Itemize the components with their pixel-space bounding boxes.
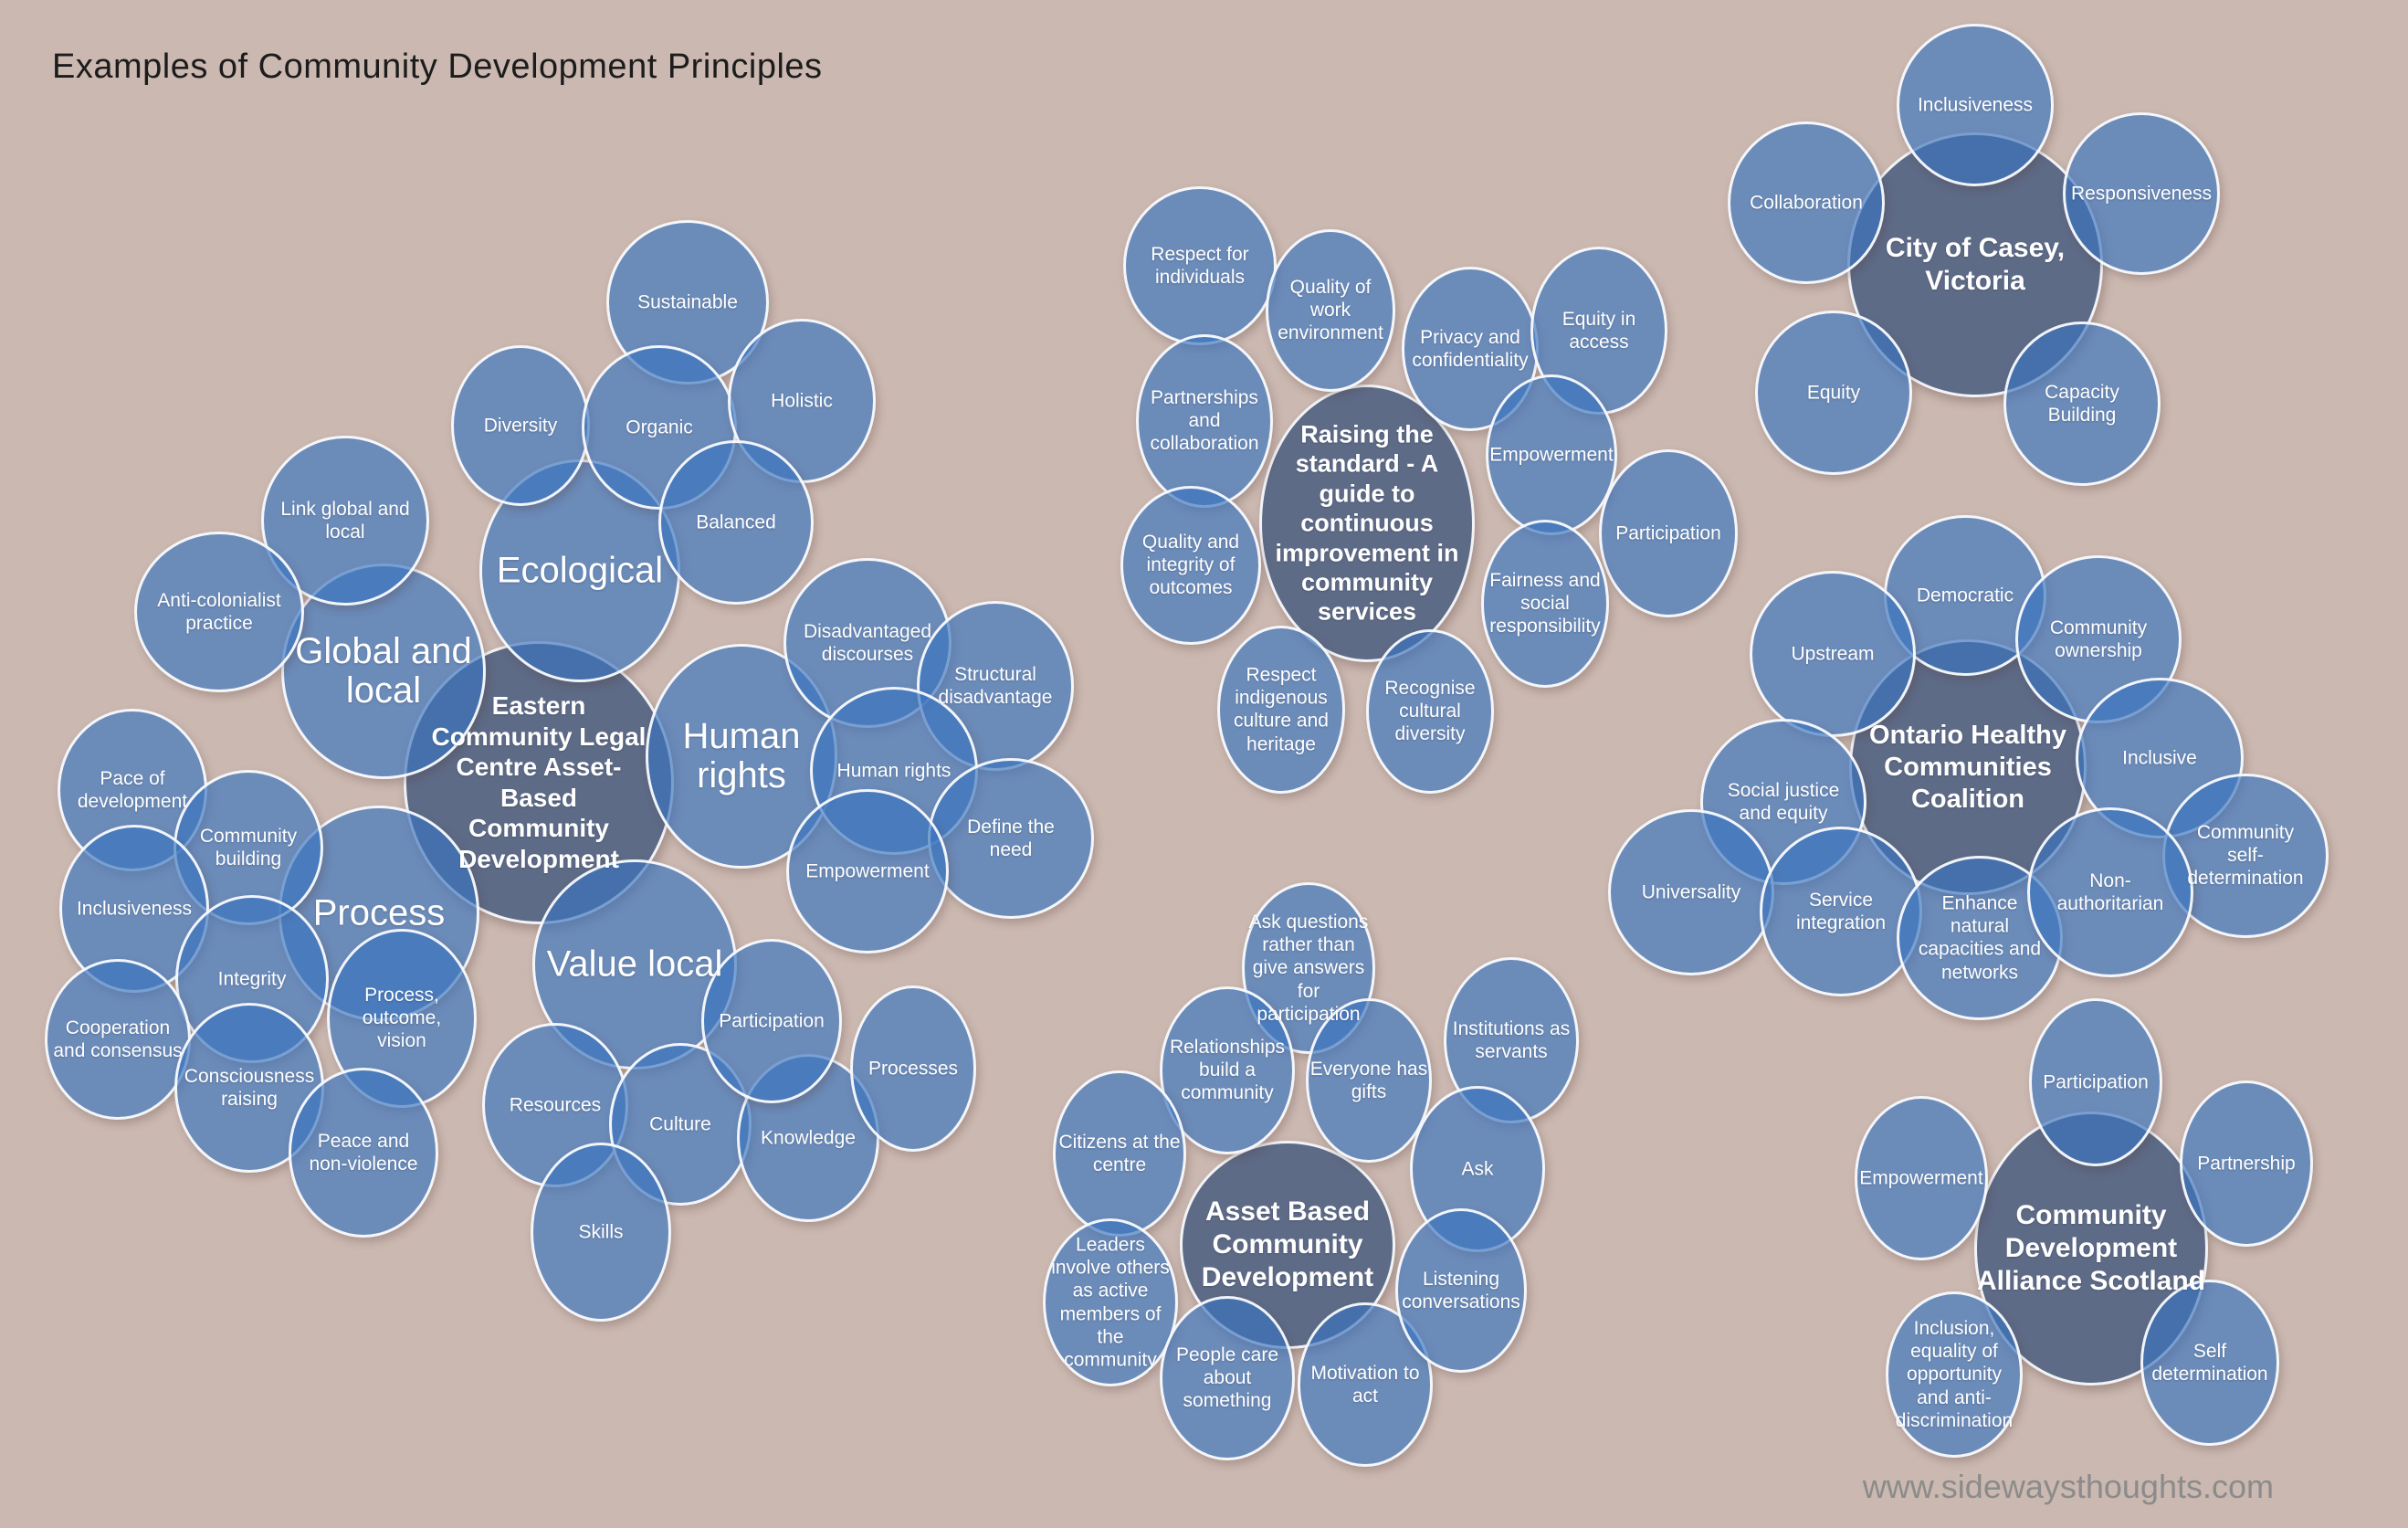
bubble-circle: [1120, 486, 1261, 645]
bubble-circle: [1366, 629, 1494, 794]
bubble-circle: [2180, 1080, 2313, 1247]
bubble-circle: [451, 345, 590, 506]
bubble-circle: [1395, 1208, 1527, 1373]
cluster-hub-circle: [1259, 385, 1475, 662]
bubble-circle: [1897, 24, 2054, 186]
bubble-circle: [45, 959, 191, 1120]
bubble-circle: [2140, 1280, 2279, 1446]
bubble-circle: [1217, 626, 1345, 794]
bubble-circle: [134, 532, 304, 692]
bubble-circle: [1160, 1296, 1295, 1460]
bubble-circle: [1855, 1096, 1988, 1260]
bubble-circle: [1136, 334, 1273, 508]
bubble-circle: [1043, 1218, 1178, 1386]
bubble-circle: [2027, 807, 2193, 977]
bubble-circle: [1266, 229, 1395, 392]
bubble-circle: [701, 939, 842, 1103]
bubble-circle: [1481, 520, 1609, 688]
bubble-circle: [850, 985, 976, 1152]
bubble-circle: [1486, 374, 1617, 535]
bubble-circle: [2063, 112, 2220, 275]
bubble-circle: [1760, 827, 1922, 996]
bubble-circle: [2003, 321, 2161, 486]
bubble-circle: [1053, 1070, 1186, 1237]
watermark-url: www.sidewaysthoughts.com: [1862, 1468, 2274, 1505]
bubble-circle: [1608, 809, 1774, 975]
bubble-circle: [1599, 449, 1738, 617]
bubble-circle: [2029, 998, 2162, 1166]
bubble-circle: [1750, 571, 1916, 737]
bubble-circle: [1123, 186, 1277, 345]
bubble-circle: [658, 440, 814, 605]
bubble-circle: [531, 1143, 671, 1322]
bubble-circle: [1728, 121, 1885, 284]
bubble-circle: [786, 789, 949, 954]
bubble-circle: [289, 1068, 438, 1238]
bubble-circle: [928, 758, 1094, 919]
bubble-circle: [1755, 311, 1912, 475]
bubble-circle: [1306, 998, 1432, 1163]
bubble-circle: [1886, 1291, 2023, 1458]
page-title: Examples of Community Development Princi…: [52, 47, 823, 86]
